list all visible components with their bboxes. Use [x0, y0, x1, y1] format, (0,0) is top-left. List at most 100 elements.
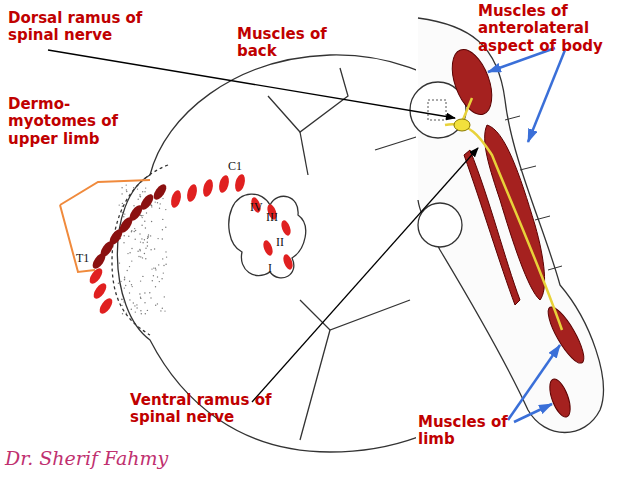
- stipple-dot: [118, 283, 119, 284]
- stipple-dot: [141, 313, 142, 314]
- stipple-dot: [157, 303, 158, 304]
- stipple-dot: [136, 307, 137, 308]
- watermark: Dr. Sherif Fahmy: [5, 448, 245, 470]
- pointer-arrow: [514, 404, 552, 422]
- arch-number: I: [268, 262, 284, 276]
- stipple-dot: [129, 299, 130, 300]
- stipple-dot: [158, 264, 159, 265]
- stipple-dot: [122, 212, 123, 213]
- somite: [151, 182, 169, 202]
- stipple-dot: [126, 191, 127, 192]
- cross-section: [410, 18, 603, 433]
- internal-line: [300, 132, 308, 175]
- stipple-dot: [134, 228, 135, 229]
- stipple-dot: [119, 262, 120, 263]
- stipple-dot: [157, 202, 158, 203]
- callout-label: Muscles of limb: [418, 414, 538, 449]
- stipple-dot: [129, 266, 130, 267]
- stipple-dot: [148, 234, 149, 235]
- bracket: [60, 180, 150, 272]
- somite: [87, 266, 105, 286]
- stipple-dot: [155, 268, 156, 269]
- stipple-dot: [154, 248, 155, 249]
- stipple-dot: [146, 212, 147, 213]
- stipple-dot: [147, 245, 148, 246]
- stipple-dot: [131, 231, 132, 232]
- stipple-dot: [121, 299, 122, 300]
- stipple-dot: [142, 242, 143, 243]
- stipple-dot: [140, 196, 141, 197]
- segment-label: T1: [76, 252, 106, 266]
- internal-line: [268, 68, 348, 132]
- stipple-dot: [141, 238, 142, 239]
- stipple-dot: [129, 281, 130, 282]
- back-muscle: [444, 44, 499, 120]
- stipple-dot: [160, 203, 161, 204]
- segment-label: C1: [228, 160, 258, 174]
- stipple: [118, 184, 168, 314]
- stipple-dot: [144, 221, 145, 222]
- stipple-dot: [133, 187, 134, 188]
- stipple-dot: [164, 310, 165, 311]
- stipple-dot: [133, 205, 134, 206]
- stipple-dot: [134, 305, 135, 306]
- stipple-dot: [134, 188, 135, 189]
- pointer-arrow: [528, 50, 565, 142]
- stipple-dot: [157, 276, 158, 277]
- stipple-dot: [119, 204, 120, 205]
- stipple-dot: [151, 206, 152, 207]
- stipple-dot: [147, 310, 148, 311]
- stipple-dot: [155, 269, 156, 270]
- stipple-dot: [159, 281, 160, 282]
- arch-number: III: [266, 211, 290, 225]
- somite: [201, 178, 214, 198]
- somite: [217, 174, 230, 194]
- stipple-dot: [151, 205, 152, 206]
- stipple-dot: [165, 251, 166, 252]
- stipple-dot: [124, 278, 125, 279]
- stipple-dot: [131, 284, 132, 285]
- stipple-dot: [121, 193, 122, 194]
- stipple-dot: [165, 264, 166, 265]
- stipple-dot: [140, 250, 141, 251]
- somite: [91, 281, 109, 301]
- stipple-dot: [128, 236, 129, 237]
- stipple-dot: [140, 310, 141, 311]
- stipple-dot: [161, 278, 162, 279]
- stipple-dot: [122, 203, 123, 204]
- stipple-dot: [132, 286, 133, 287]
- stipple-dot: [152, 280, 153, 281]
- stipple-dot: [136, 304, 137, 305]
- stipple-dot: [140, 280, 141, 281]
- stipple-dot: [159, 208, 160, 209]
- stipple-dot: [162, 238, 163, 239]
- stipple-dot: [139, 196, 140, 197]
- limb-muscle: [546, 376, 575, 419]
- stipple-dot: [142, 276, 143, 277]
- stipple-dot: [145, 313, 146, 314]
- spinal-ganglion: [454, 119, 470, 131]
- callout-label: Dermo-myotomes of upper limb: [8, 96, 148, 148]
- stipple-dot: [144, 191, 145, 192]
- stipple-dot: [147, 242, 148, 243]
- stipple-dot: [142, 215, 143, 216]
- stipple-dot: [138, 199, 139, 200]
- stipple-dot: [162, 198, 163, 199]
- stipple-dot: [151, 221, 152, 222]
- stipple-dot: [140, 297, 141, 298]
- stipple-dot: [165, 227, 166, 228]
- stipple-dot: [126, 184, 127, 185]
- stipple-dot: [121, 305, 122, 306]
- stipple-dot: [162, 258, 163, 259]
- stipple-dot: [145, 187, 146, 188]
- internal-line: [300, 300, 410, 330]
- limb-field-outline: [112, 165, 168, 335]
- pharyngeal-arch: [282, 253, 295, 271]
- stipple-dot: [145, 227, 146, 228]
- stipple-dot: [144, 253, 145, 254]
- stipple-dot: [131, 260, 132, 261]
- stipple-dot: [129, 252, 130, 253]
- stipple-dot: [144, 292, 145, 293]
- panel-background: [416, 0, 638, 478]
- pharyngeal-arch: [262, 239, 275, 257]
